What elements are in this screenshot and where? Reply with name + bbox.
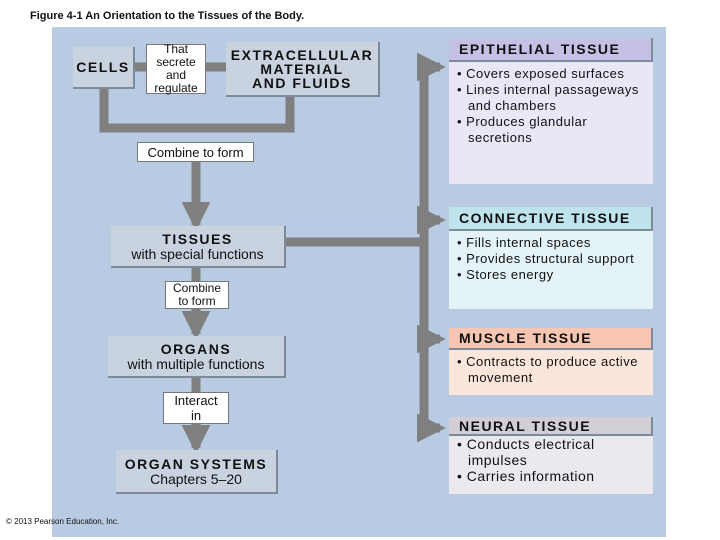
connective-item-text: Fills internal spaces: [466, 235, 591, 250]
epithelial-item: • Lines internal passageways and chamber…: [457, 82, 639, 113]
connective-body: • Fills internal spaces • Provides struc…: [449, 231, 653, 309]
extracellular-line: AND FLUIDS: [252, 74, 352, 91]
interact-label: Interact in: [163, 392, 229, 424]
connective-header: CONNECTIVE TISSUE: [449, 207, 653, 231]
organ-systems-title: ORGAN SYSTEMS: [124, 455, 268, 472]
secrete-line: That: [163, 42, 188, 56]
arrow-cells-to-combine: [99, 86, 295, 133]
neural-header: NEURAL TISSUE: [449, 417, 653, 436]
tissues-title: TISSUES: [162, 230, 233, 247]
epithelial-item: • Covers exposed surfaces: [457, 66, 625, 81]
neural-item-text: Conducts electrical impulses: [466, 436, 595, 468]
muscle-title: MUSCLE TISSUE: [459, 330, 593, 346]
neural-body: • Conducts electrical impulses • Carries…: [449, 436, 653, 494]
organs-box: ORGANS with multiple functions: [108, 336, 286, 378]
extracellular-line: MATERIAL: [260, 60, 344, 77]
tissues-box: TISSUES with special functions: [111, 226, 286, 268]
organ-systems-subtitle: Chapters 5–20: [150, 470, 242, 487]
secrete-line: secrete: [156, 55, 196, 69]
combine2-line: Combine: [172, 281, 222, 295]
cells-label: CELLS: [76, 59, 130, 75]
neural-title: NEURAL TISSUE: [459, 417, 592, 434]
connective-title: CONNECTIVE TISSUE: [459, 210, 631, 226]
connective-item-text: Provides structural support: [466, 251, 635, 266]
epithelial-title: EPITHELIAL TISSUE: [459, 41, 621, 57]
epithelial-item-text: Produces glandular secretions: [466, 114, 588, 145]
copyright-notice: © 2013 Pearson Education, Inc.: [6, 517, 120, 526]
cells-box: CELLS: [73, 47, 135, 89]
epithelial-item-text: Lines internal passageways and chambers: [466, 82, 639, 113]
combine-label: Combine to form: [137, 142, 254, 162]
combine2-line: to form: [178, 294, 216, 308]
tissues-subtitle: with special functions: [131, 245, 264, 262]
connective-item: • Stores energy: [457, 267, 554, 282]
epithelial-header: EPITHELIAL TISSUE: [449, 38, 653, 62]
neural-item: • Carries information: [457, 468, 595, 484]
secrete-line: and: [165, 68, 187, 82]
figure-title: Figure 4-1 An Orientation to the Tissues…: [30, 10, 305, 22]
muscle-header: MUSCLE TISSUE: [449, 328, 653, 350]
muscle-item-text: Contracts to produce active movement: [466, 354, 638, 385]
epithelial-body: • Covers exposed surfaces • Lines intern…: [449, 62, 653, 184]
combine-text: Combine to form: [147, 144, 244, 160]
extracellular-box: EXTRACELLULAR MATERIAL AND FLUIDS: [226, 42, 380, 97]
epithelial-item-text: Covers exposed surfaces: [466, 66, 625, 81]
organ-systems-box: ORGAN SYSTEMS Chapters 5–20: [116, 450, 278, 494]
connective-item-text: Stores energy: [466, 267, 554, 282]
secrete-label: That secrete and regulate: [146, 42, 206, 95]
muscle-item: • Contracts to produce active movement: [457, 354, 638, 385]
epithelial-item: • Produces glandular secretions: [457, 114, 588, 145]
neural-item: • Conducts electrical impulses: [457, 436, 595, 468]
neural-item-text: Carries information: [466, 468, 595, 484]
interact-line: in: [190, 408, 202, 423]
muscle-body: • Contracts to produce active movement: [449, 350, 653, 395]
connective-item: • Provides structural support: [457, 251, 635, 266]
organs-title: ORGANS: [160, 340, 232, 357]
extracellular-line: EXTRACELLULAR: [230, 46, 374, 63]
combine2-label: Combine to form: [165, 281, 229, 309]
secrete-line: regulate: [154, 81, 198, 95]
connective-item: • Fills internal spaces: [457, 235, 591, 250]
organs-subtitle: with multiple functions: [127, 355, 265, 372]
interact-line: Interact: [174, 393, 218, 408]
